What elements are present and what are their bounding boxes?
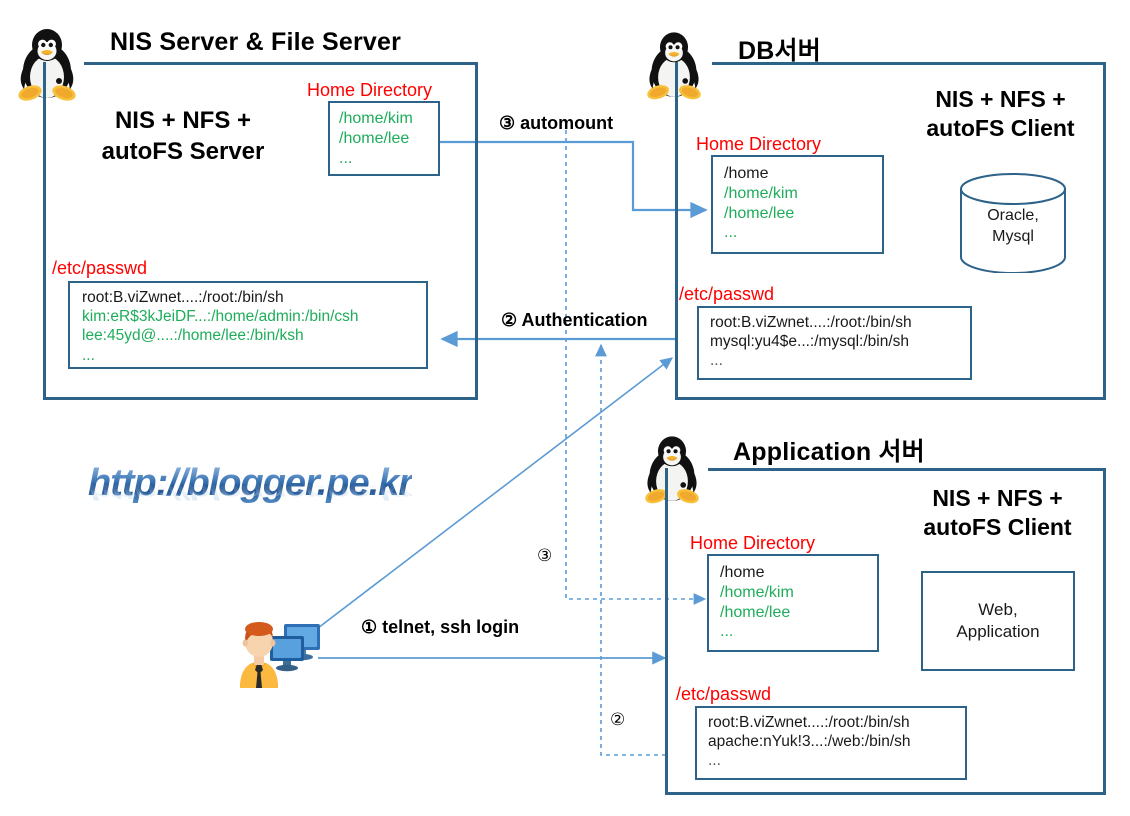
step-2-authentication-label: ② Authentication — [501, 310, 648, 330]
application-passwd-label: /etc/passwd — [676, 684, 772, 704]
user-with-monitors-icon — [232, 612, 324, 690]
home-dir-line: ... — [724, 224, 738, 242]
passwd-line: ... — [82, 346, 95, 364]
nis-server-box-top-rule — [84, 62, 478, 65]
home-dir-line: /home — [724, 165, 769, 182]
db-home-directory-box: /home /home/kim /home/lee ... — [711, 155, 884, 254]
nis-passwd-label: /etc/passwd — [52, 258, 148, 278]
nis-home-directory-label: Home Directory — [307, 80, 433, 100]
home-dir-line: /home/kim — [339, 110, 413, 127]
step-3-marker-lower: ③ — [537, 546, 553, 565]
passwd-line: lee:45yd@....:/home/lee:/bin/ksh — [82, 327, 304, 345]
home-dir-line: /home — [720, 564, 765, 581]
application-server-box-top-rule — [708, 468, 1106, 471]
application-home-directory-box: /home /home/kim /home/lee ... — [707, 554, 879, 652]
passwd-line: kim:eR$3kJeiDF...:/home/admin:/bin/csh — [82, 308, 359, 326]
watermark-text: http://blogger.pe.kr — [88, 462, 413, 504]
step-1-telnet-ssh-login-label: ① telnet, ssh login — [361, 617, 520, 637]
arrow-authentication-app-to-nis-dashed — [595, 343, 666, 756]
database-cylinder-icon — [957, 173, 1069, 273]
db-passwd-label: /etc/passwd — [679, 284, 775, 304]
server-title-db: DB서버 — [738, 37, 821, 65]
nis-server-role-text: NIS + NFS + autoFS Server — [101, 107, 265, 165]
passwd-line: ... — [708, 752, 721, 770]
db-server-role-text: NIS + NFS + autoFS Client — [926, 86, 1075, 142]
home-dir-line: /home/lee — [720, 603, 791, 621]
home-dir-line: /home/lee — [339, 129, 410, 147]
server-title-nis: NIS Server & File Server — [110, 28, 402, 56]
home-dir-line: ... — [339, 149, 353, 167]
watermark-reflection: http://blogger.pe.kr — [88, 479, 413, 503]
linux-tux-icon — [643, 434, 701, 506]
passwd-line: mysql:yu4$e...:/mysql:/bin/sh — [710, 333, 909, 351]
passwd-line: root:B.viZwnet....:/root:/bin/sh — [710, 314, 912, 331]
application-passwd-box: root:B.viZwnet....:/root:/bin/sh apache:… — [695, 706, 967, 780]
passwd-line: apache:nYuk!3...:/web:/bin/sh — [708, 733, 911, 751]
step-3-automount-label: ③ automount — [499, 113, 614, 133]
passwd-line: root:B.viZwnet....:/root:/bin/sh — [82, 289, 284, 306]
home-dir-line: /home/lee — [724, 204, 795, 222]
db-server-box — [675, 62, 1106, 400]
passwd-line: root:B.viZwnet....:/root:/bin/sh — [708, 714, 910, 731]
server-title-application: Application 서버 — [733, 438, 925, 466]
db-home-directory-label: Home Directory — [696, 134, 822, 154]
application-server-role-text: NIS + NFS + autoFS Client — [923, 485, 1072, 541]
db-server-box-top-rule — [712, 62, 1106, 65]
nis-home-directory-box: /home/kim /home/lee ... — [328, 101, 440, 176]
application-server-box — [665, 468, 1106, 795]
application-home-directory-label: Home Directory — [690, 533, 816, 553]
linux-tux-icon — [645, 30, 703, 102]
home-dir-line: /home/kim — [720, 583, 794, 601]
passwd-line: ... — [710, 352, 723, 370]
home-dir-line: /home/kim — [724, 184, 798, 202]
db-passwd-box: root:B.viZwnet....:/root:/bin/sh mysql:y… — [697, 306, 972, 380]
step-2-marker-lower: ② — [610, 710, 626, 729]
home-dir-line: ... — [720, 623, 734, 641]
nis-passwd-box: root:B.viZwnet....:/root:/bin/sh kim:eR$… — [68, 281, 428, 369]
nis-server-box — [43, 62, 478, 400]
arrow-automount-nis-to-db — [440, 140, 708, 219]
linux-tux-icon — [16, 27, 78, 103]
application-web-app-box: Web, Application — [921, 571, 1075, 671]
database-label: Oracle, Mysql — [987, 207, 1039, 246]
